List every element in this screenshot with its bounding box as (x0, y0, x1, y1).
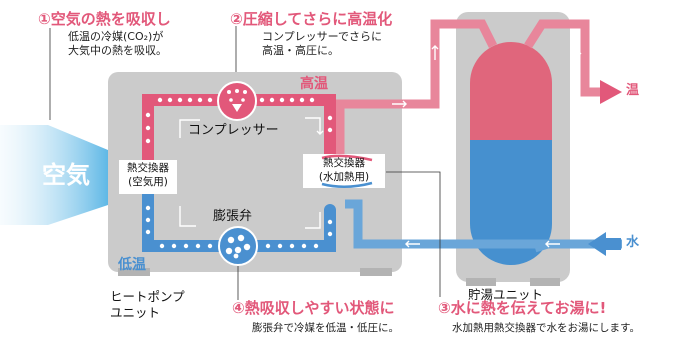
hot-water-tank (470, 42, 552, 265)
hx-hot-stroke (321, 154, 373, 162)
hot-water-out-arrow (600, 80, 622, 104)
water-hx-label-line2: (水加熱用) (318, 171, 370, 183)
step1-title: ①空気の熱を吸収し (38, 10, 171, 28)
water-hx-label-line1: 熱交換器 (323, 157, 365, 169)
cold-side-label: 低温 (118, 257, 146, 273)
air-hx-label-line1: 熱交換器 (127, 162, 169, 174)
step3-title: ③水に熱を伝えてお湯に! (438, 299, 607, 317)
heat-pump-unit-label-line1: ヒートポンプ (110, 289, 185, 304)
air-hx-label-line2: (空気用) (128, 176, 168, 188)
hot-water-out-label: 温 (626, 83, 640, 98)
unit-foot-right (360, 268, 392, 276)
tank-hot-layer (470, 42, 552, 140)
step2-desc-line2: 高温・高圧に。 (262, 44, 339, 57)
step2-title: ②圧縮してさらに高温化 (230, 10, 393, 28)
air-flow-arrow (0, 125, 108, 225)
step1-desc-line1: 低温の冷媒(CO₂)が (68, 30, 164, 43)
water-in-label: 水 (626, 235, 640, 250)
step4-title: ④熱吸収しやすい状態に (232, 299, 395, 317)
water-in-arrow (588, 232, 606, 256)
expansion-valve-label: 膨張弁 (213, 209, 253, 224)
leader-lines (49, 26, 441, 300)
hot-side-label: 高温 (300, 76, 328, 92)
hx-cold-stroke (321, 181, 373, 188)
storage-unit-label: 貯湯ユニット (468, 287, 544, 302)
refrigerant-dots (145, 97, 333, 249)
refrigerant-flow-arrows (179, 117, 324, 229)
compressor-label: コンプレッサー (188, 123, 279, 138)
air-label: 空気 (42, 161, 90, 189)
step2-desc-line1: コンプレッサーでさらに (262, 30, 383, 43)
storage-foot-right (530, 278, 560, 286)
hot-water-pipes (335, 19, 605, 155)
water-flow-arrows (392, 40, 582, 248)
heat-pump-unit-label-line2: ユニット (110, 305, 161, 320)
expansion-valve (218, 226, 258, 266)
water-in-arrow-tail (605, 238, 621, 250)
compressor (217, 81, 257, 121)
step4-desc: 膨張弁で冷媒を低温・低圧に。 (252, 322, 399, 334)
air-heat-exchanger-box (119, 160, 177, 194)
storage-foot-left (466, 278, 496, 286)
step1-desc-line2: 大気中の熱を吸収。 (68, 44, 167, 57)
step3-desc: 水加熱用熱交換器で水をお湯にします。 (452, 322, 640, 334)
unit-foot-left (118, 268, 150, 276)
